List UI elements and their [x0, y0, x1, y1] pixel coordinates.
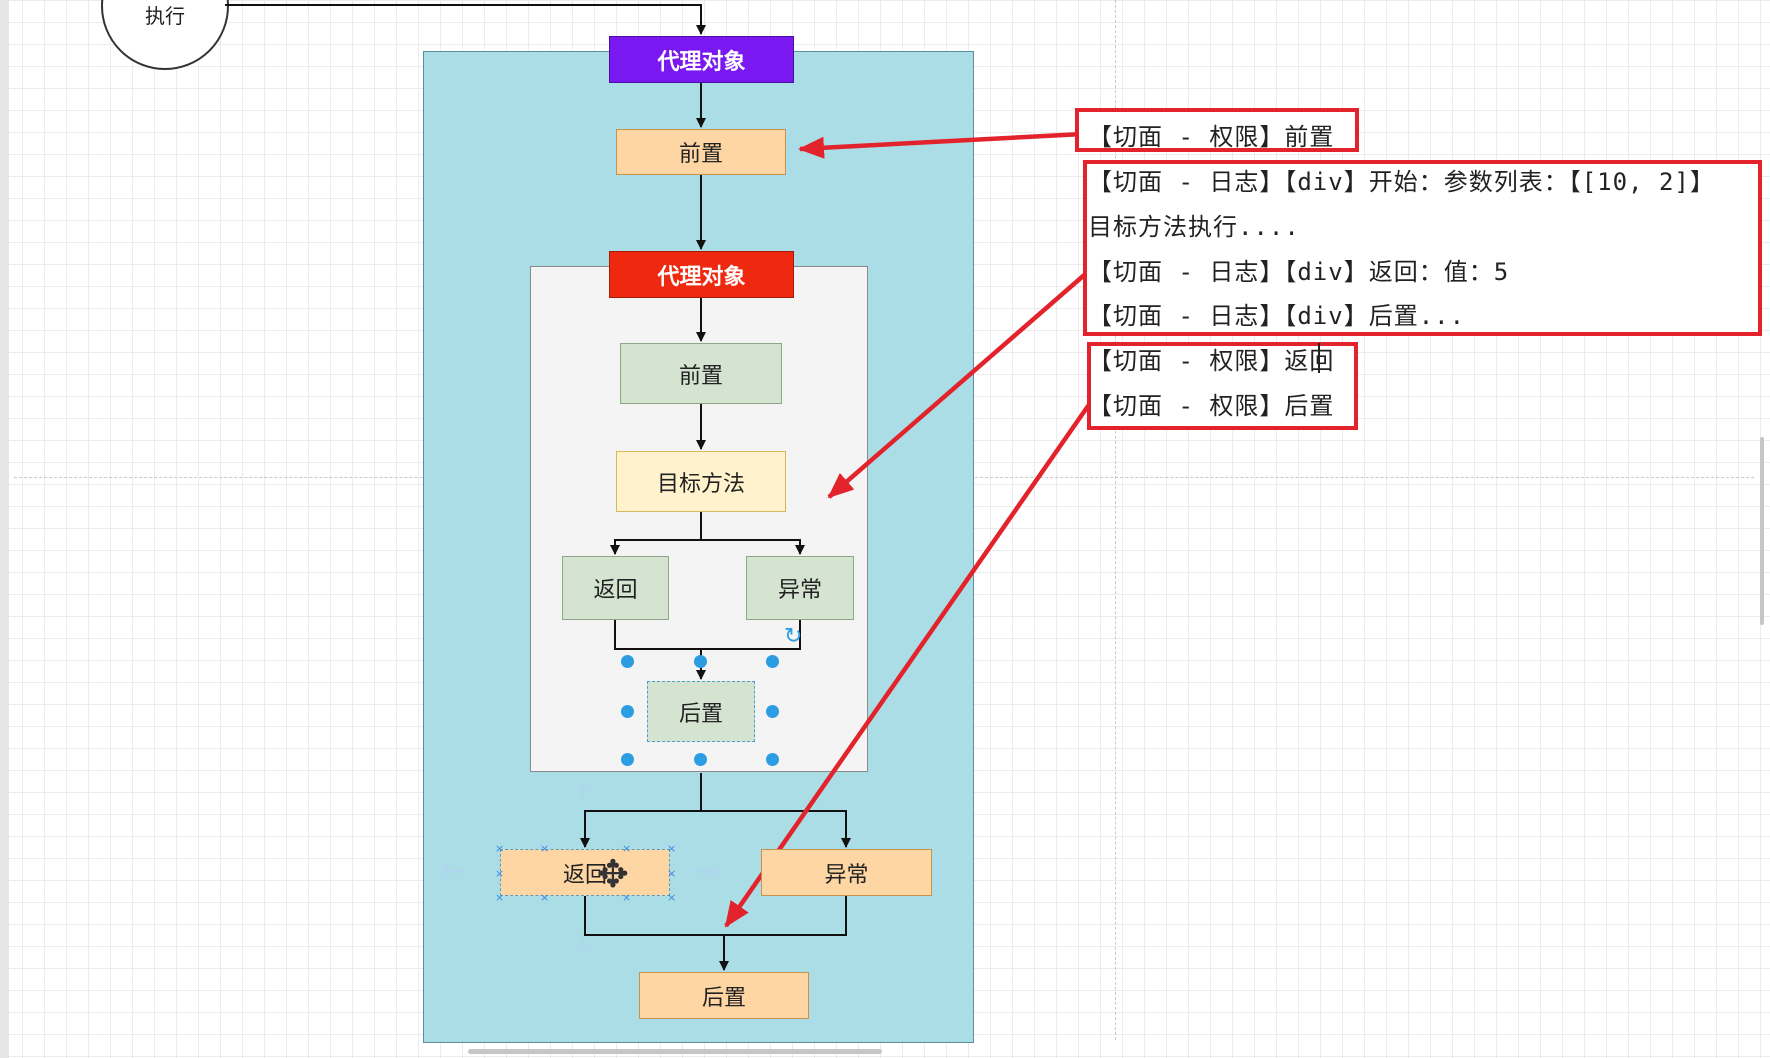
- inner-exception-node[interactable]: 异常: [746, 556, 854, 620]
- target-method-node[interactable]: 目标方法: [616, 451, 786, 512]
- connect-up-arrow-icon[interactable]: ↑: [572, 780, 593, 808]
- log-line: 【切面 - 日志】【div】后置...: [1088, 302, 1466, 330]
- resize-handle[interactable]: [621, 655, 634, 668]
- connect-down-arrow-icon[interactable]: ↓: [572, 928, 593, 956]
- selection-marker: ×: [667, 867, 677, 880]
- outer-proxy-title-node[interactable]: 代理对象: [609, 36, 794, 83]
- selection-marker: ×: [540, 891, 550, 904]
- resize-handle[interactable]: [621, 753, 634, 766]
- outer-before-node[interactable]: 前置: [616, 129, 786, 175]
- outer-after-node[interactable]: 后置: [639, 972, 809, 1019]
- inner-before-node[interactable]: 前置: [620, 343, 782, 404]
- selection-marker: ×: [622, 891, 632, 904]
- outer-returning-node[interactable]: 返回: [500, 849, 670, 896]
- connect-left-arrow-icon[interactable]: ←: [440, 851, 469, 891]
- selection-marker: ×: [622, 842, 632, 855]
- log-line: 【切面 - 权限】返回: [1088, 347, 1335, 375]
- connect-right-arrow-icon[interactable]: →: [692, 851, 721, 891]
- resize-handle[interactable]: [766, 655, 779, 668]
- selection-marker: ×: [667, 891, 677, 904]
- resize-handle[interactable]: [766, 705, 779, 718]
- log-box-permission-before: [1075, 108, 1359, 152]
- log-line: 【切面 - 日志】【div】返回：值：5: [1088, 258, 1510, 286]
- inner-after-node[interactable]: 后置: [647, 681, 755, 742]
- log-line: 目标方法执行....: [1088, 213, 1300, 241]
- horizontal-scrollbar[interactable]: [468, 1049, 882, 1054]
- selection-marker: ×: [495, 891, 505, 904]
- log-line: 【切面 - 权限】后置: [1088, 392, 1335, 420]
- log-box-permission-after: [1087, 342, 1358, 430]
- outer-exception-node[interactable]: 异常: [761, 849, 932, 896]
- start-circle-label: 执行: [145, 4, 185, 28]
- vertical-scrollbar[interactable]: [1760, 437, 1764, 625]
- selection-marker: ×: [540, 842, 550, 855]
- log-line: 【切面 - 日志】【div】开始：参数列表：【[10, 2]】: [1088, 168, 1715, 196]
- log-line: 【切面 - 权限】前置: [1088, 123, 1335, 151]
- selection-marker: ×: [495, 867, 505, 880]
- alignment-guide-vertical: [1115, 0, 1116, 1040]
- move-cursor-icon: ✥: [597, 852, 629, 896]
- resize-handle[interactable]: [694, 655, 707, 668]
- text-caret: [1318, 343, 1320, 373]
- selection-marker: ×: [667, 842, 677, 855]
- inner-returning-node[interactable]: 返回: [562, 556, 669, 620]
- log-box-log-aspect: [1083, 160, 1762, 336]
- resize-handle[interactable]: [621, 705, 634, 718]
- left-panel-edge: [0, 0, 9, 1058]
- resize-handle[interactable]: [766, 753, 779, 766]
- selection-marker: ×: [495, 842, 505, 855]
- resize-handle[interactable]: [694, 753, 707, 766]
- inner-proxy-title-node[interactable]: 代理对象: [609, 251, 794, 298]
- rotate-icon[interactable]: ↻: [784, 624, 803, 649]
